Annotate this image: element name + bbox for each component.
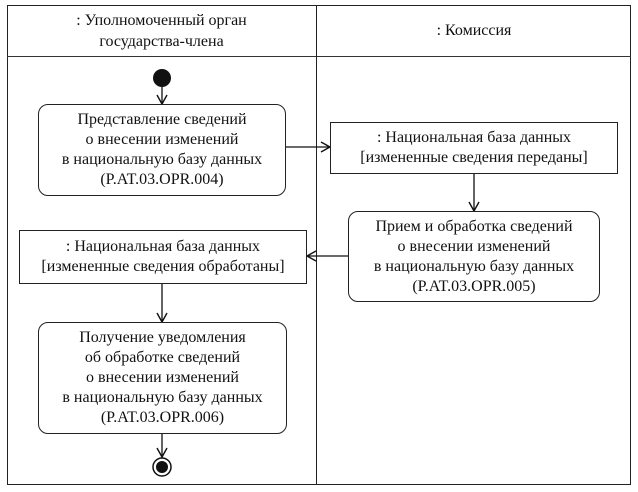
action-p-at-03-opr-005-label: Прием и обработка сведений о внесении из… [373, 217, 575, 295]
lane-title-commission-text: : Комиссия [436, 22, 512, 39]
action-p-at-03-opr-004: Представление сведений о внесении измене… [38, 104, 286, 196]
lane-divider [316, 5, 317, 485]
object-node-processed: : Национальная база данных [измененные с… [19, 230, 307, 284]
action-p-at-03-opr-006: Получение уведомления об обработке сведе… [38, 322, 287, 434]
object-node-processed-label: : Национальная база данных [измененные с… [41, 238, 285, 275]
lane-title-member-state: : Уполномоченный орган государства-члена [7, 5, 316, 56]
lane-title-member-state-text: : Уполномоченный орган государства-члена [76, 11, 247, 50]
lane-header-divider [7, 56, 631, 57]
lane-title-commission: : Комиссия [317, 5, 631, 56]
action-p-at-03-opr-004-label: Представление сведений о внесении измене… [61, 111, 263, 188]
final-node-core [156, 461, 168, 473]
swimlane-frame [7, 5, 631, 485]
object-node-transferred-label: : Национальная база данных [измененные с… [360, 129, 588, 166]
final-node [152, 457, 172, 477]
initial-node [153, 69, 171, 87]
action-p-at-03-opr-006-label: Получение уведомления об обработке сведе… [62, 329, 263, 426]
action-p-at-03-opr-005: Прием и обработка сведений о внесении из… [348, 211, 600, 302]
object-node-transferred: : Национальная база данных [измененные с… [330, 122, 618, 174]
